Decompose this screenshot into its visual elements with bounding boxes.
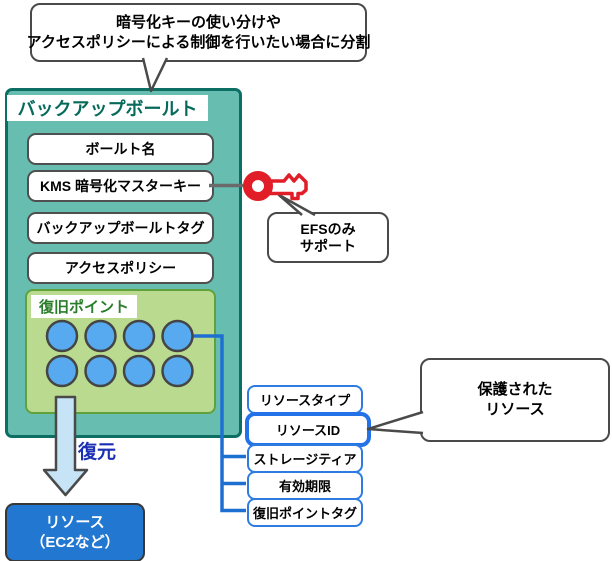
- attr-resource-id: リソースID: [245, 412, 371, 447]
- vault-item-name: ボールト名: [27, 133, 214, 165]
- resource-ec2-box: リソース （EC2など）: [5, 503, 145, 561]
- vault-item-access-policy: アクセスポリシー: [27, 252, 214, 284]
- callout-efs-line1: EFSのみ: [300, 220, 356, 237]
- vault-item-tags: バックアップボールトタグ: [27, 212, 214, 244]
- callout-protected-line2: リソース: [485, 401, 545, 418]
- key-icon: [243, 171, 308, 201]
- attr-recovery-point-tags: 復旧ポイントタグ: [247, 498, 363, 527]
- restore-label: 復元: [78, 442, 117, 463]
- callout-protected-resource: 保護された リソース: [420, 358, 610, 442]
- resource-box-line2: （EC2など）: [30, 533, 120, 551]
- callout-efs-support: EFSのみ サポート: [267, 212, 389, 263]
- callout-protected-line1: 保護された: [477, 380, 553, 398]
- attr-expiration: 有効期限: [247, 471, 363, 500]
- callout-protected-tail: [366, 410, 424, 435]
- vault-item-kms-key: KMS 暗号化マスターキー: [27, 170, 214, 202]
- recovery-points-title: 復旧ポイント: [31, 295, 137, 318]
- attr-resource-type: リソースタイプ: [247, 385, 363, 414]
- callout-efs-line2: サポート: [300, 237, 356, 254]
- attr-storage-tier: ストレージティア: [247, 444, 363, 473]
- callout-split-line2: アクセスポリシーによる制御を行いたい場合に分割: [26, 33, 371, 51]
- callout-split-line1: 暗号化キーの使い分けや: [115, 14, 281, 31]
- callout-split-reason: 暗号化キーの使い分けや アクセスポリシーによる制御を行いたい場合に分割: [27, 3, 370, 62]
- resource-box-line1: リソース: [45, 514, 105, 531]
- callout-split-tail: [141, 57, 169, 93]
- backup-vault-title: バックアップボールト: [7, 95, 208, 121]
